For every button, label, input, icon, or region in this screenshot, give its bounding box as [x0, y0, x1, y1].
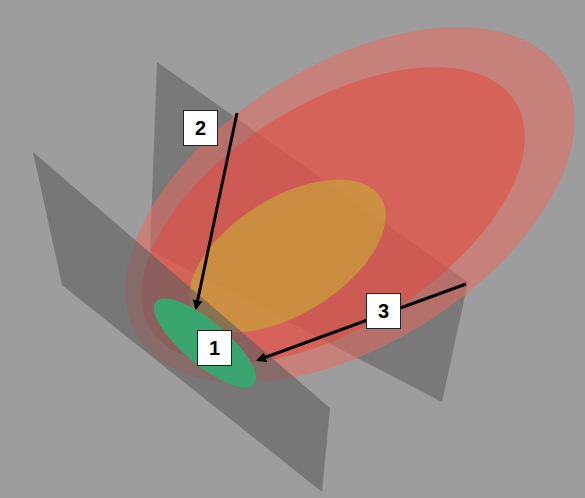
leader-arrow	[258, 284, 466, 360]
callout-number: 1	[197, 330, 232, 366]
callout-number: 3	[366, 293, 401, 329]
green-section	[142, 285, 268, 401]
callout-number: 2	[183, 110, 218, 146]
plane	[33, 152, 330, 492]
outer-ellipsoid	[64, 0, 585, 456]
